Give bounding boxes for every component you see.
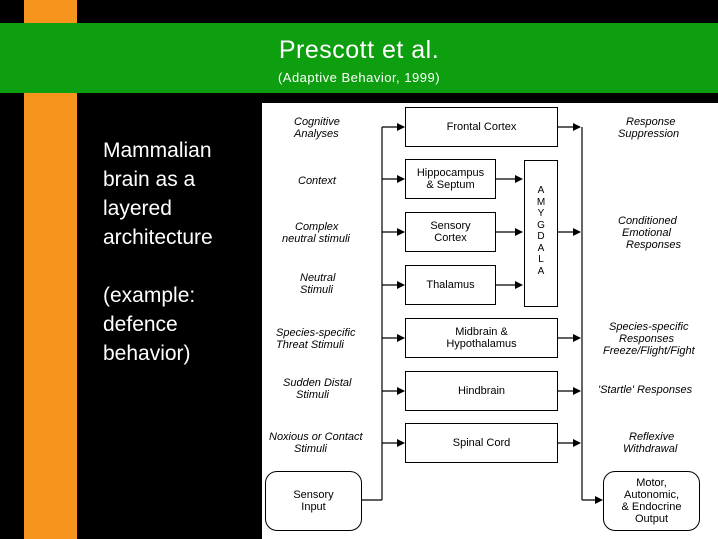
output-label-startle: 'Startle' Responses [598, 384, 693, 396]
amygdala-box: A M Y G D A L A [524, 160, 558, 307]
thalamus-box: Thalamus [405, 265, 496, 305]
slide-title: Prescott et al. [278, 36, 440, 64]
description-text: Mammalian brain as a layered architectur… [103, 136, 213, 368]
hippocampus-box: Hippocampus& Septum [405, 159, 496, 199]
description-line: behavior) [103, 342, 191, 365]
frontal-cortex-box: Frontal Cortex [405, 107, 558, 147]
description-line: brain as a [103, 168, 196, 191]
description-line: Mammalian [103, 139, 212, 162]
description-line: (example: [103, 284, 196, 307]
hindbrain-box: Hindbrain [405, 371, 558, 411]
title-band [0, 23, 718, 93]
description-line: architecture [103, 226, 213, 249]
slide-subtitle: (Adaptive Behavior, 1999) [277, 70, 441, 85]
description-line: layered [103, 197, 172, 220]
description-line: defence [103, 313, 178, 336]
midbrain-hypothalamus-box: Midbrain &Hypothalamus [405, 318, 558, 358]
spinal-cord-box: Spinal Cord [405, 423, 558, 463]
input-label-context: Context [298, 175, 336, 187]
